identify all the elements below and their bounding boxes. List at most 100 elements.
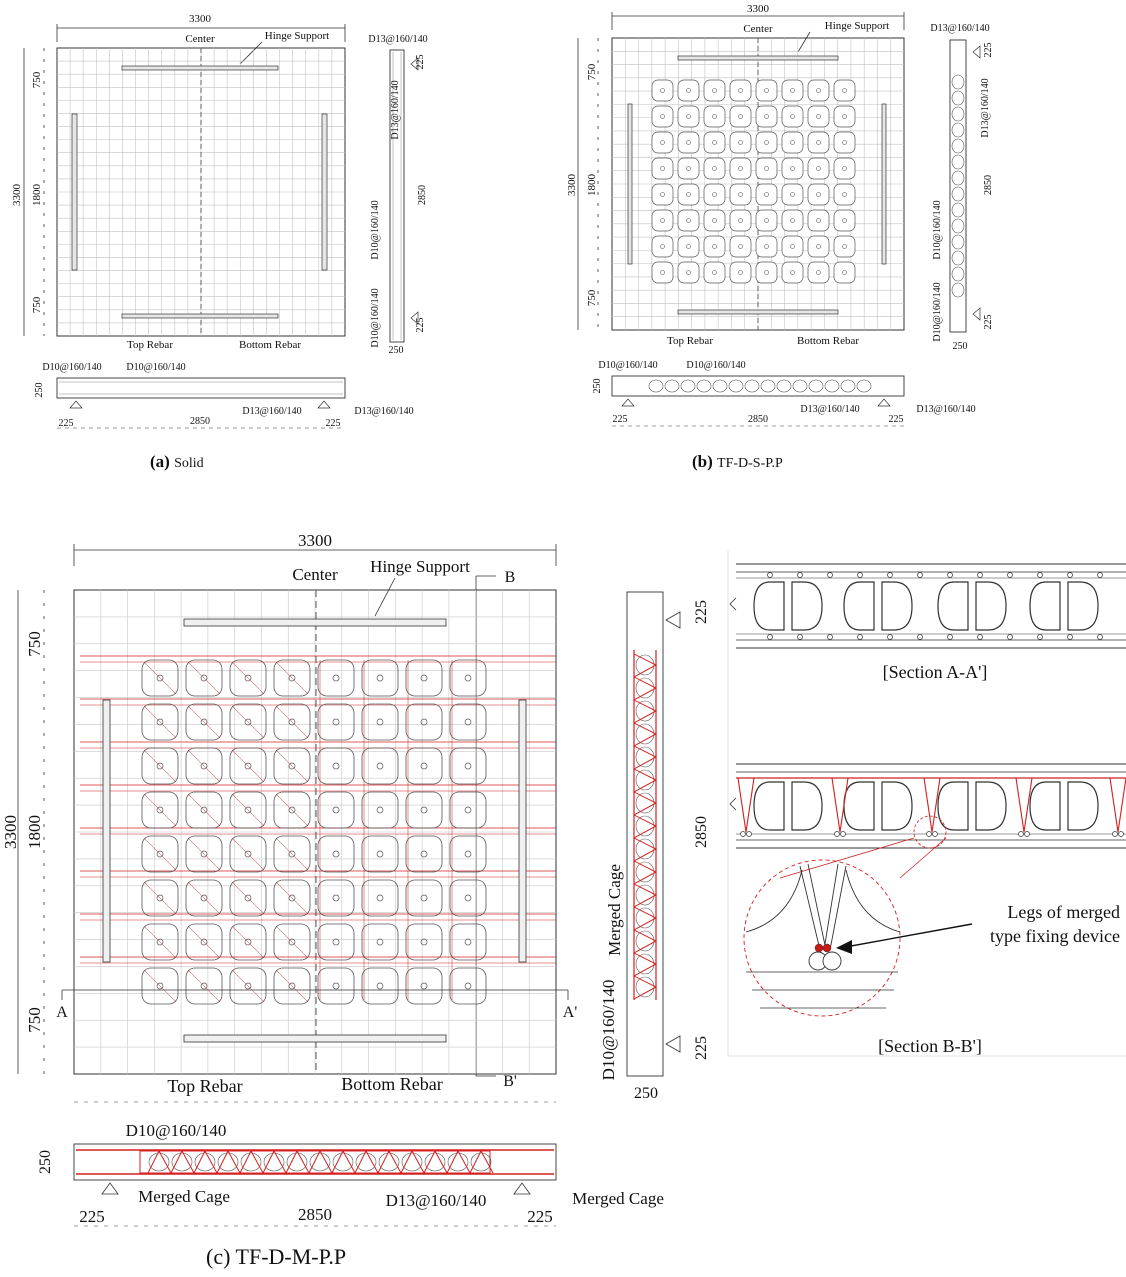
void-former xyxy=(185,967,223,1005)
side-250: 250 xyxy=(389,345,404,356)
height-dimension: 3300 xyxy=(566,174,578,197)
void-center xyxy=(790,140,795,145)
void-former xyxy=(755,235,778,258)
cage-diagonal xyxy=(143,881,177,915)
side-void xyxy=(951,138,965,154)
void-center xyxy=(816,88,821,93)
side-void xyxy=(951,106,965,122)
void-former xyxy=(807,79,830,102)
void-center xyxy=(660,166,665,171)
void-former xyxy=(405,747,443,785)
section-b-b xyxy=(729,763,1126,1017)
top-zone-dimension: 750 xyxy=(586,63,598,80)
bottom-d10-right: D10@160/140 xyxy=(126,362,185,373)
section-b-b-label: [Section B-B'] xyxy=(878,1036,982,1056)
void-center xyxy=(200,938,208,946)
side-250: 250 xyxy=(634,1085,658,1102)
cage-diagonal xyxy=(275,705,309,739)
height-dimension: 3300 xyxy=(1,815,20,849)
void-center xyxy=(376,982,384,990)
void-former xyxy=(781,261,804,284)
cage-diagonal xyxy=(262,1149,287,1174)
void-center xyxy=(764,192,769,197)
bottom-section xyxy=(73,1143,557,1181)
bottom-void xyxy=(760,379,776,393)
void-center xyxy=(790,192,795,197)
void-center xyxy=(156,806,164,814)
void-former xyxy=(361,967,399,1005)
void-center xyxy=(712,166,717,171)
bottom-250: 250 xyxy=(37,1150,54,1174)
mid-zone-dimension: 1800 xyxy=(31,184,43,207)
side-void xyxy=(951,234,965,250)
side-void xyxy=(635,861,655,883)
section-void xyxy=(791,781,823,831)
void-center xyxy=(464,850,472,858)
bottom-void xyxy=(148,1152,170,1172)
hinge-support-label: Hinge Support xyxy=(370,557,470,576)
void-center xyxy=(686,270,691,275)
void-center xyxy=(738,192,743,197)
bottom-void xyxy=(309,1152,331,1172)
bottom-void xyxy=(776,379,792,393)
cage-diagonal xyxy=(143,749,177,783)
void-center xyxy=(376,674,384,682)
cage-diagonal xyxy=(143,793,177,827)
cage-diagonal xyxy=(143,969,177,1003)
void-former xyxy=(677,209,700,232)
void-former xyxy=(405,703,443,741)
width-dimension: 3300 xyxy=(298,531,332,550)
void-center xyxy=(288,718,296,726)
cage-diagonal xyxy=(308,1149,333,1174)
side-225-bottom: 225 xyxy=(693,1036,710,1060)
section-void xyxy=(975,581,1007,631)
panel-b-drawing: 3300 Center Hinge Support 3300 750 1800 … xyxy=(566,3,994,427)
bottom-225-left: 225 xyxy=(79,1207,105,1226)
void-former xyxy=(833,235,856,258)
hinge-support-top xyxy=(121,65,279,71)
void-former xyxy=(449,703,487,741)
section-void xyxy=(753,781,785,831)
void-former xyxy=(229,659,267,697)
bottom-void xyxy=(194,1152,216,1172)
void-center xyxy=(156,718,164,726)
void-former xyxy=(781,235,804,258)
void-former xyxy=(449,923,487,961)
side-void xyxy=(951,74,965,90)
void-former xyxy=(755,209,778,232)
cage-diagonal xyxy=(633,837,658,862)
void-former xyxy=(781,105,804,128)
void-center xyxy=(420,850,428,858)
side-void xyxy=(951,282,965,298)
caption-a-letter: (a) xyxy=(150,452,170,471)
void-center xyxy=(842,140,847,145)
side-void xyxy=(951,90,965,106)
fixing-leg-icon xyxy=(814,943,824,953)
void-center xyxy=(420,762,428,770)
cage-diagonal xyxy=(331,1149,356,1174)
void-center xyxy=(764,244,769,249)
void-center xyxy=(332,718,340,726)
void-center xyxy=(764,114,769,119)
support-triangle-icon xyxy=(972,307,981,321)
void-center xyxy=(738,218,743,223)
center-label: Center xyxy=(743,23,773,35)
void-former xyxy=(141,835,179,873)
hinge-support-left xyxy=(71,113,78,271)
side-void xyxy=(635,723,655,745)
support-triangle-icon xyxy=(665,1035,681,1053)
rebar-dot xyxy=(932,831,938,837)
cage-diagonal xyxy=(275,969,309,1003)
side-d10-lower-label: D10@160/140 xyxy=(932,282,943,341)
rebar-dot xyxy=(834,831,840,837)
cage-diagonal xyxy=(275,661,309,695)
cage-diagonal xyxy=(633,975,658,1000)
top-rebar-label: Top Rebar xyxy=(667,335,713,347)
bottom-void xyxy=(648,379,664,393)
void-former xyxy=(141,703,179,741)
void-center xyxy=(464,718,472,726)
cage-leg xyxy=(831,777,849,833)
void-center xyxy=(712,114,717,119)
mid-zone-dimension: 1800 xyxy=(25,815,44,849)
cage-diagonal xyxy=(143,925,177,959)
